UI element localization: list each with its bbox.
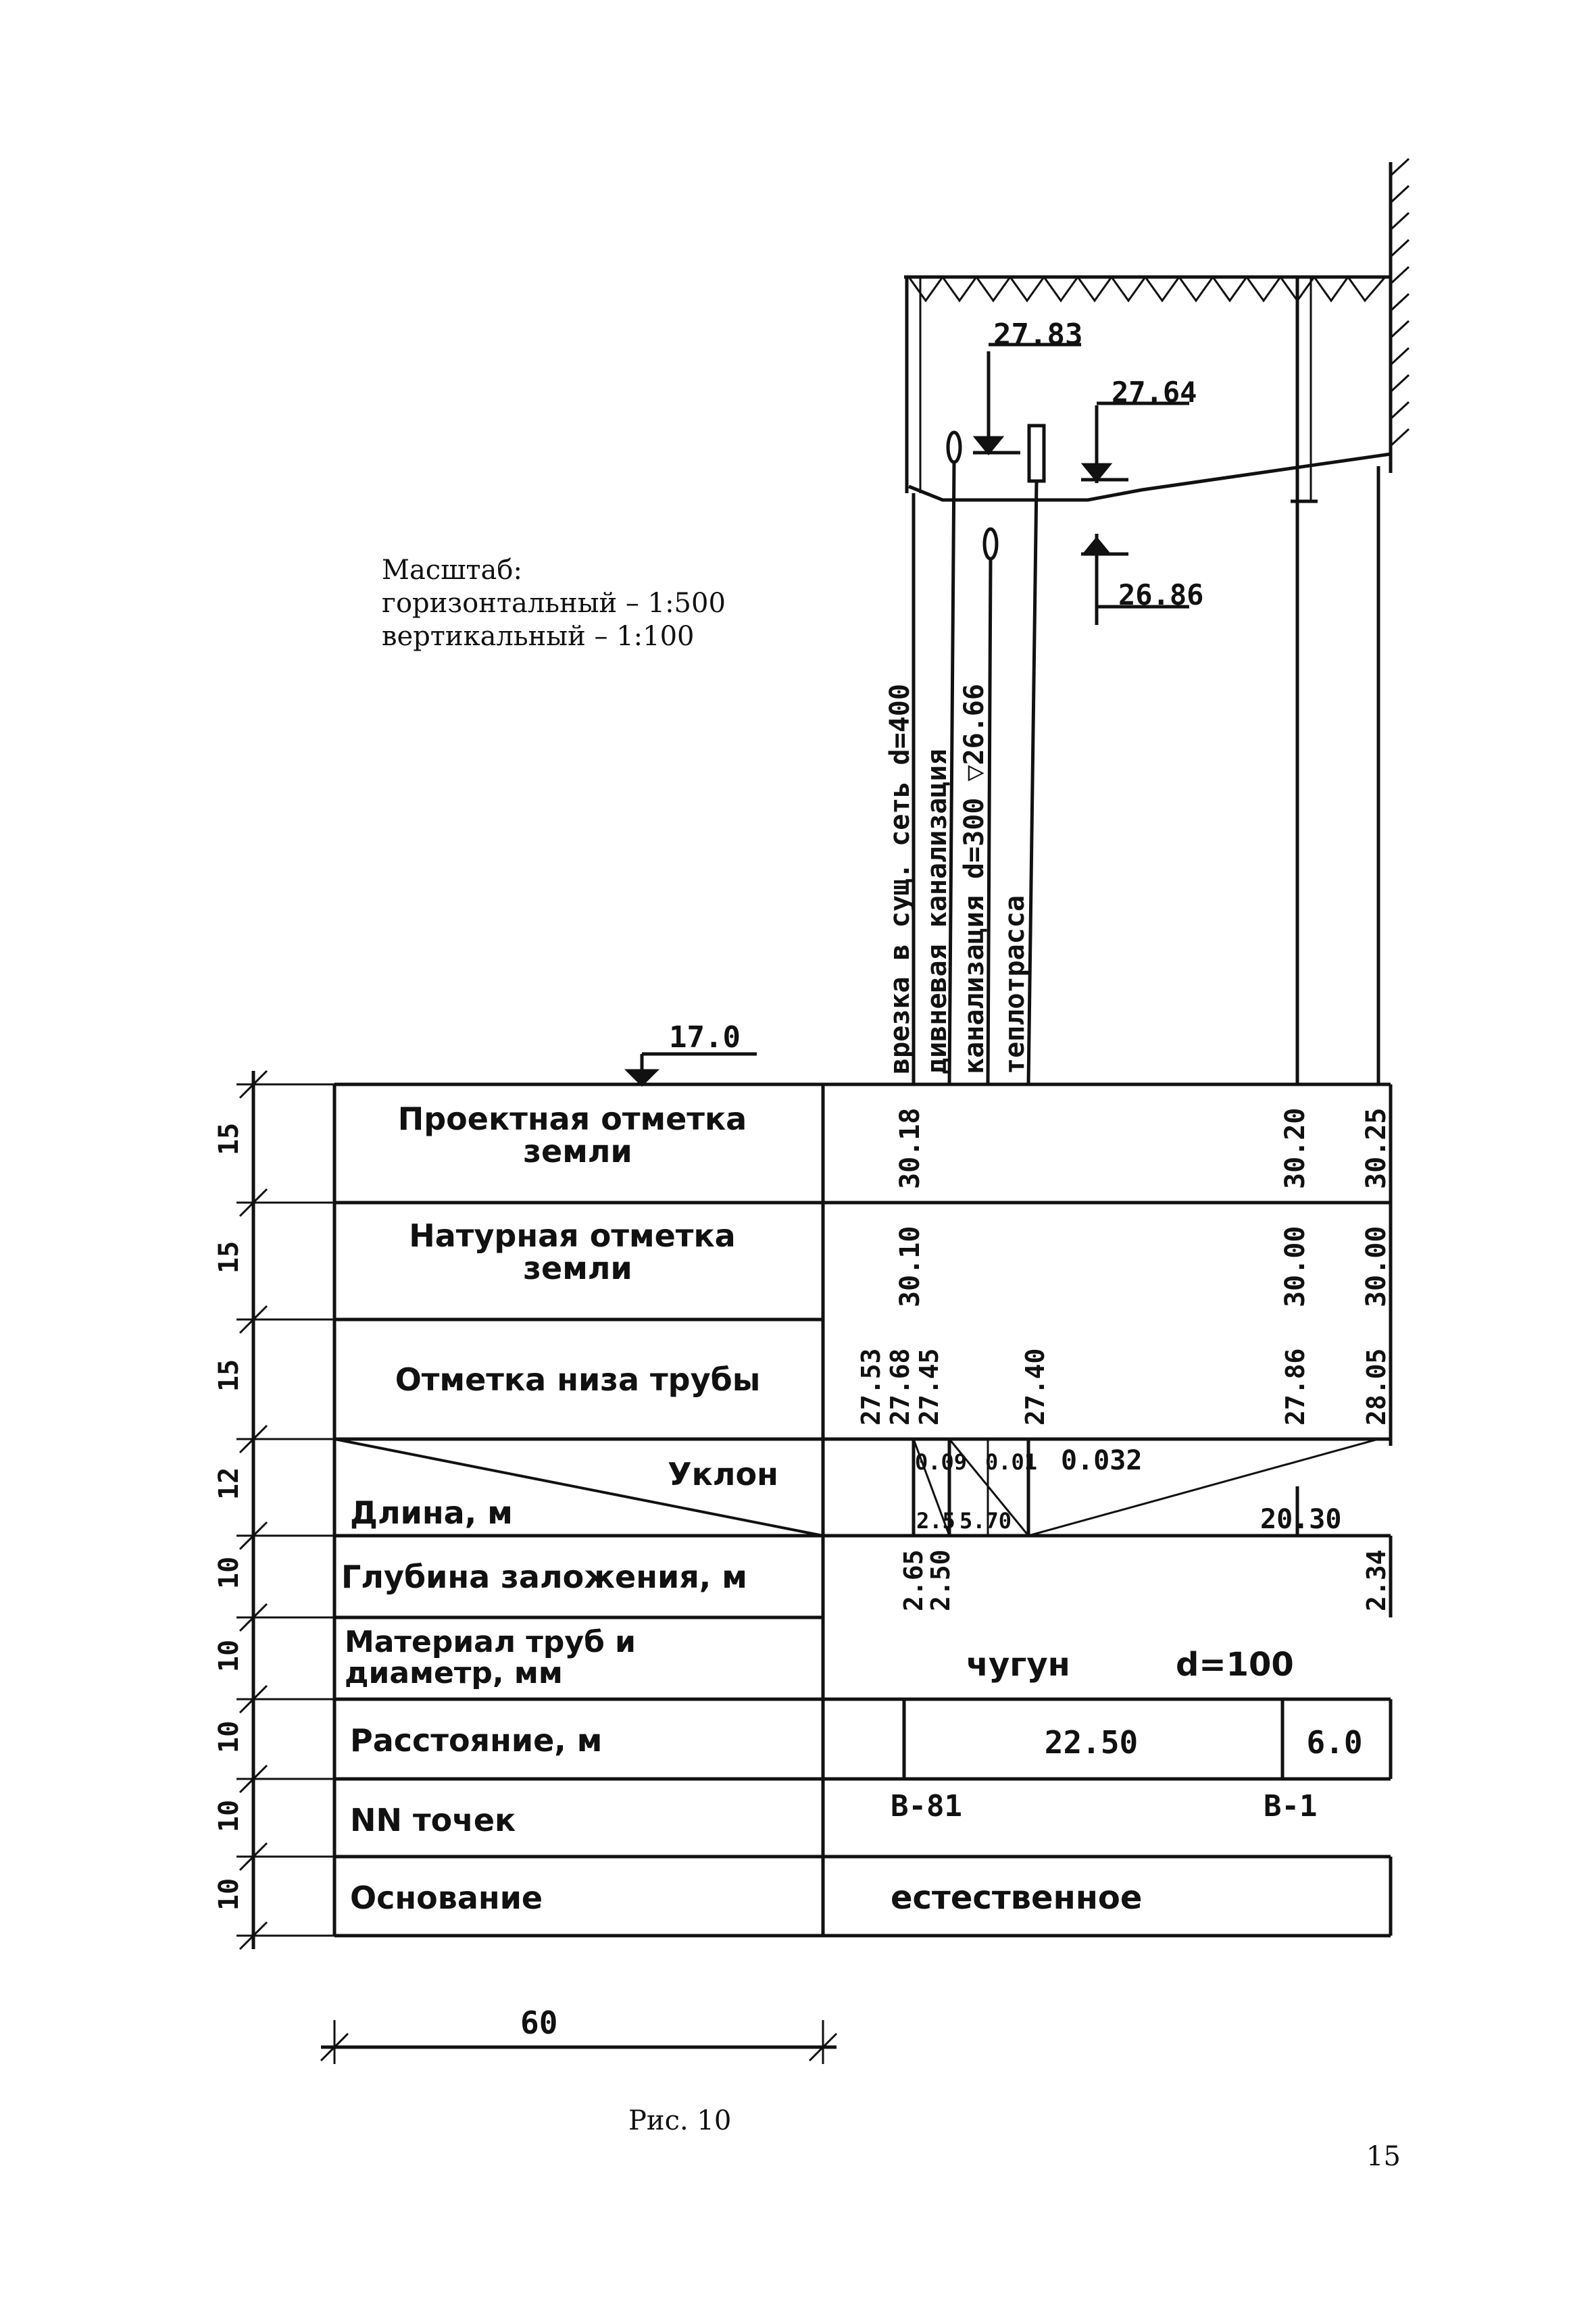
network-labels: врезка в сущ. сеть d=400 дивневая канали…: [884, 684, 1030, 1074]
row-label-base: Основание: [350, 1880, 543, 1916]
length-1: 2.5: [916, 1508, 955, 1534]
row-label-natural-elevation-line2: земли: [523, 1250, 632, 1286]
profile-sketch: [624, 157, 1410, 1087]
network-label-tie-in: врезка в сущ. сеть d=400: [884, 684, 916, 1074]
table-width-label: 60: [520, 2005, 557, 2041]
length-3: 20.30: [1260, 1504, 1341, 1535]
profile-line: [908, 452, 1391, 502]
pipe-bottom-2: 27.68: [885, 1349, 915, 1426]
network-label-sewer: канализация d=300 ▽26.66: [959, 684, 990, 1074]
slope-2: 0.01: [985, 1449, 1037, 1475]
pipe-bottom-4: 27.40: [1020, 1349, 1050, 1426]
profile-table: [236, 1070, 1393, 2064]
row-label-length: Длина, м: [350, 1494, 513, 1531]
offset-label: 17.0: [669, 1020, 741, 1055]
row-label-pipe-bottom: Отметка низа трубы: [395, 1361, 761, 1398]
distance-2: 6.0: [1306, 1724, 1362, 1761]
row-label-distance: Расстояние, м: [350, 1722, 602, 1759]
network-label-stormwater: дивневая канализация: [922, 749, 953, 1074]
pipe-stormwater-icon: [946, 430, 962, 464]
row-height-1: 15: [214, 1123, 245, 1155]
figure-caption: Рис. 10: [628, 2105, 731, 2136]
row-label-points: NN точек: [350, 1802, 516, 1838]
design-elevation-2: 30.20: [1280, 1108, 1311, 1189]
depth-1: 2.65: [899, 1549, 928, 1611]
scale-vertical: вертикальный – 1:100: [382, 621, 694, 652]
row-height-4: 12: [214, 1467, 245, 1500]
natural-elevation-3: 30.00: [1361, 1226, 1392, 1307]
design-elevation-1: 30.18: [895, 1108, 926, 1189]
row-height-9: 10: [214, 1878, 245, 1911]
pipe-bottom-5: 27.86: [1280, 1349, 1310, 1426]
natural-elevation-2: 30.00: [1280, 1226, 1311, 1307]
table-label-column: Проектная отметка земли Натурная отметка…: [341, 1101, 778, 1916]
elevation-label-2: 27.64: [1112, 376, 1197, 409]
row-label-natural-elevation: Натурная отметка земли: [409, 1217, 747, 1286]
row-height-8: 10: [214, 1800, 245, 1832]
scale-note: Масштаб: горизонтальный – 1:500 вертикал…: [382, 555, 726, 652]
pipe-bottom-3: 27.45: [914, 1349, 944, 1426]
pipe-bottom-1: 27.53: [856, 1349, 886, 1426]
point-2: В-1: [1264, 1789, 1317, 1823]
table-values: 30.18 30.20 30.25 30.10 30.00 30.00 27.5…: [856, 1108, 1392, 1917]
base-value: естественное: [891, 1879, 1142, 1917]
slope-1: 0.09: [915, 1449, 967, 1475]
design-elevation-3: 30.25: [1361, 1108, 1392, 1189]
page-number: 15: [1366, 2141, 1401, 2172]
row-height-dimensions: 15 15 15 12 10 10 10 10 10 60: [214, 1123, 557, 2041]
row-height-5: 10: [214, 1557, 245, 1589]
elevation-label-3: 26.86: [1118, 578, 1203, 611]
depth-2: 2.50: [926, 1549, 955, 1611]
row-label-design-elevation: Проектная отметка земли: [398, 1101, 757, 1169]
pipe-sewer-icon: [982, 527, 999, 561]
wall-hatching: [1389, 157, 1410, 447]
scale-horizontal: горизонтальный – 1:500: [382, 588, 726, 619]
row-height-7: 10: [214, 1721, 245, 1753]
elevation-label-1: 27.83: [993, 318, 1082, 352]
scale-title: Масштаб:: [382, 555, 522, 586]
distance-1: 22.50: [1045, 1724, 1138, 1761]
slope-3: 0.032: [1061, 1445, 1142, 1476]
row-label-material: Материал труб и диаметр, мм: [345, 1625, 646, 1690]
row-label-slope: Уклон: [668, 1456, 778, 1492]
row-label-material-line1: Материал труб и: [345, 1625, 636, 1659]
natural-elevation-1: 30.10: [895, 1226, 926, 1307]
row-height-3: 15: [214, 1359, 245, 1392]
pipe-heating-icon: [1027, 424, 1046, 483]
pipe-bottom-6: 28.05: [1362, 1349, 1391, 1426]
depth-3: 2.34: [1362, 1549, 1391, 1611]
row-label-material-line2: диаметр, мм: [345, 1656, 563, 1690]
row-label-depth: Глубина заложения, м: [341, 1559, 747, 1595]
material-value: чугун: [966, 1646, 1070, 1684]
row-label-design-elevation-line1: Проектная отметка: [398, 1101, 747, 1137]
row-height-2: 15: [214, 1241, 245, 1274]
diameter-value: d=100: [1176, 1646, 1294, 1684]
row-label-design-elevation-line2: земли: [523, 1133, 632, 1169]
network-label-heating: теплотрасса: [999, 895, 1030, 1074]
row-height-6: 10: [214, 1640, 245, 1672]
point-1: В-81: [891, 1789, 962, 1823]
row-label-natural-elevation-line1: Натурная отметка: [409, 1217, 735, 1254]
length-2: 5.70: [959, 1508, 1012, 1534]
ground-hatching: [907, 275, 1387, 303]
